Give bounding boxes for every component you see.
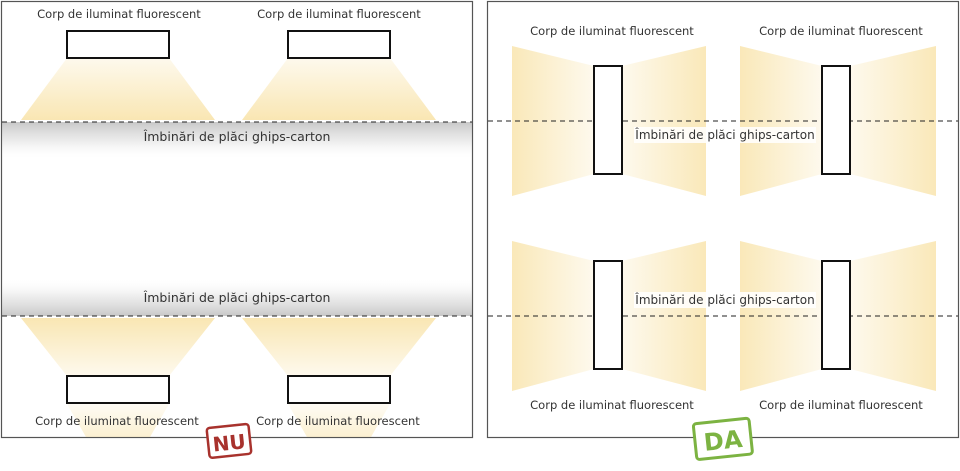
seam-shadow: [2, 278, 472, 316]
fixture-label: Corp de iluminat fluorescent: [530, 24, 694, 38]
fixture-label: Corp de iluminat fluorescent: [35, 414, 199, 428]
fluorescent-fixture: [287, 30, 391, 59]
nu-stamp-text: NU: [212, 429, 247, 456]
fixture-label: Corp de iluminat fluorescent: [256, 414, 420, 428]
joint-label: Îmbinări de plăci ghips-carton: [634, 292, 814, 307]
joint-label: Îmbinări de plăci ghips-carton: [634, 127, 814, 142]
seam-shadow: [2, 122, 472, 160]
joint-label: Îmbinări de plăci ghips-carton: [143, 129, 331, 144]
fixture-label: Corp de iluminat fluorescent: [759, 24, 923, 38]
fluorescent-fixture: [66, 30, 170, 59]
left-panel: Corp de iluminat fluorescent Corp de ilu…: [0, 0, 474, 459]
fixture-label: Corp de iluminat fluorescent: [759, 398, 923, 412]
fluorescent-fixture: [821, 260, 851, 370]
right-panel: Corp de iluminat fluorescent Corp de ilu…: [486, 0, 960, 461]
joint-label: Îmbinări de plăci ghips-carton: [143, 290, 331, 305]
light-cone: [288, 404, 390, 437]
light-cone: [67, 404, 169, 437]
fluorescent-fixture: [287, 375, 391, 404]
fluorescent-fixture: [66, 375, 170, 404]
fixture-label: Corp de iluminat fluorescent: [530, 398, 694, 412]
fluorescent-fixture: [593, 260, 623, 370]
fixture-label: Corp de iluminat fluorescent: [257, 7, 421, 21]
light-cone: [242, 318, 436, 376]
fluorescent-fixture: [593, 65, 623, 175]
light-cone: [242, 58, 436, 120]
da-stamp: DA: [691, 416, 754, 461]
nu-stamp: NU: [205, 422, 253, 459]
light-cone: [21, 318, 215, 376]
da-stamp-text: DA: [702, 425, 744, 457]
fluorescent-fixture: [821, 65, 851, 175]
light-cone: [21, 58, 215, 120]
fixture-label: Corp de iluminat fluorescent: [37, 7, 201, 21]
